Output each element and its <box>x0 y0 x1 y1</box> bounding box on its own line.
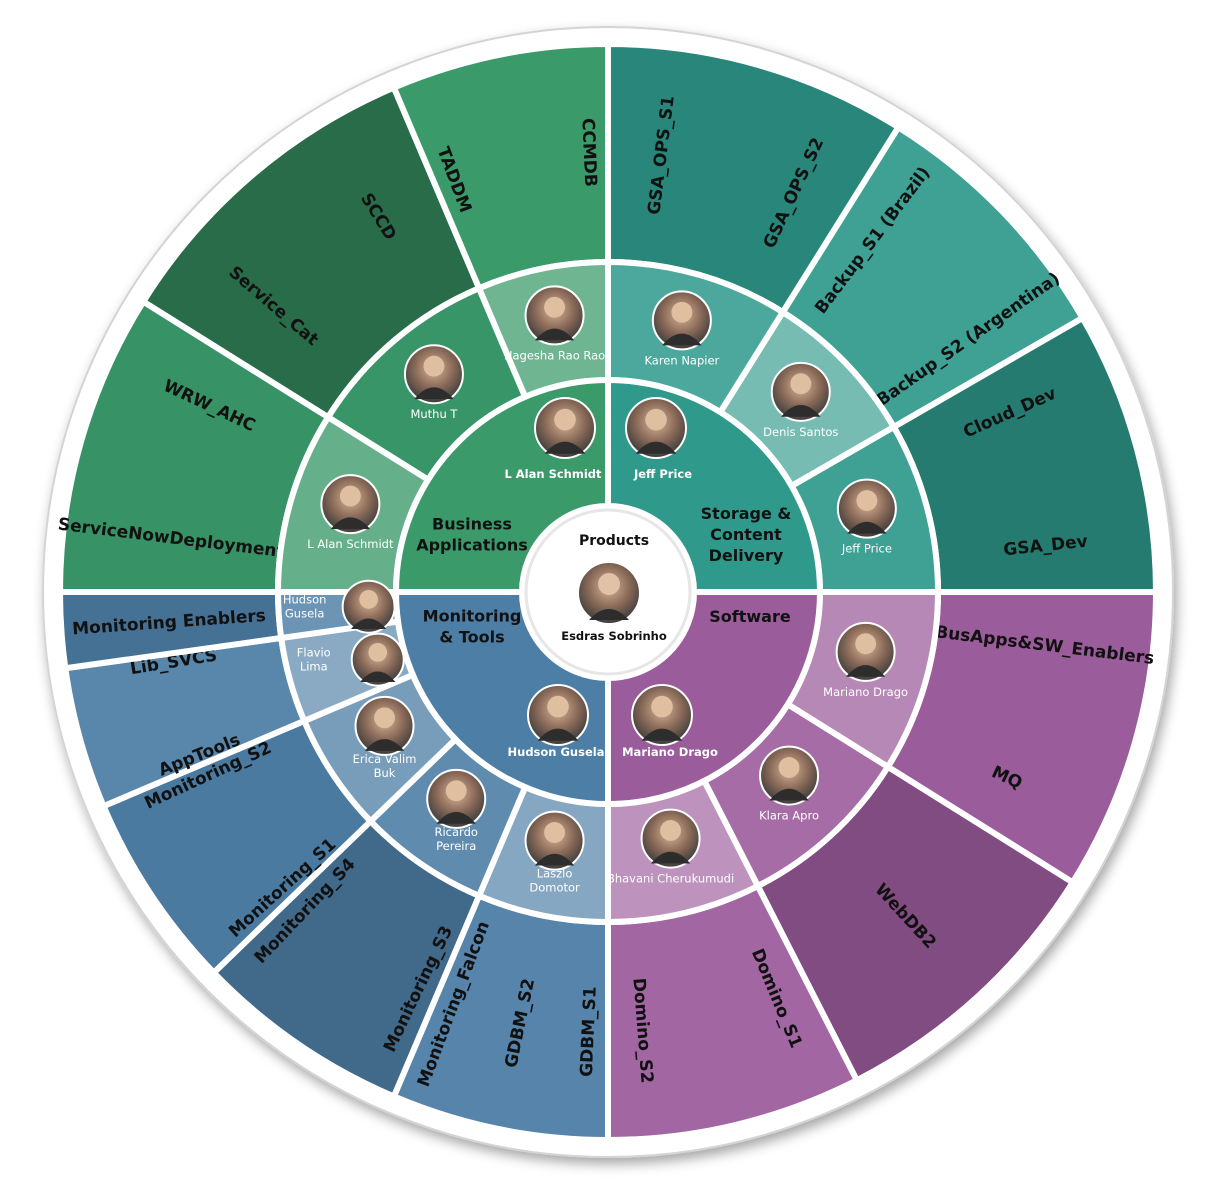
quadrant-sector <box>605 589 824 808</box>
quadrant-lead-name: Mariano Drago <box>622 745 718 759</box>
team-member-avatar <box>759 745 820 806</box>
center-avatar <box>577 561 641 625</box>
team-member-name: Jeff Price <box>841 542 892 556</box>
center-title: Products <box>579 533 649 549</box>
team-member-avatar <box>426 768 487 829</box>
team-member-avatar <box>524 285 585 346</box>
quadrant-lead-avatar <box>527 684 589 746</box>
outer-ring: ServiceNowDeploymentWRW_AHCService_CatSC… <box>57 40 1160 1144</box>
team-member-name: Bhavani Cherukumudi <box>607 872 734 886</box>
team-member-avatar <box>350 632 405 687</box>
quadrant-lead-avatar <box>625 397 687 459</box>
middle-ring: L Alan Schmidt Muthu T Nagesha Rao Rao Kare… <box>274 258 942 926</box>
team-member-avatar <box>835 621 896 682</box>
team-member-name: Karen Napier <box>644 353 719 367</box>
team-member-avatar <box>341 579 396 634</box>
team-label: GDBM_S1 <box>577 986 601 1077</box>
team-member-avatar <box>354 695 415 756</box>
team-member-avatar <box>640 808 701 869</box>
quadrant-lead-name: L Alan Schmidt <box>504 467 602 481</box>
center-person-name: Esdras Sobrinho <box>561 629 667 643</box>
team-member-avatar <box>770 361 831 422</box>
quadrant-name: Software <box>709 607 791 626</box>
team-member-avatar <box>524 810 585 871</box>
team-label: CCMDB <box>577 118 600 188</box>
team-member-name: Mariano Drago <box>823 685 908 699</box>
team-member-name: Denis Santos <box>763 425 838 439</box>
team-member-avatar <box>836 478 897 539</box>
quadrant-sector <box>392 589 611 808</box>
quadrant-name: Monitoring& Tools <box>423 607 522 647</box>
quadrant-lead-name: Hudson Gusela <box>508 745 605 759</box>
team-member-avatar <box>403 344 464 405</box>
team-member-name: Nagesha Rao Rao <box>504 348 605 362</box>
quadrant-lead-avatar <box>631 684 693 746</box>
team-member-avatar <box>651 290 712 351</box>
quadrant-lead-name: Jeff Price <box>633 467 692 481</box>
team-member-name: Muthu T <box>410 407 458 421</box>
team-member-name: Klara Apro <box>759 809 819 823</box>
team-member-name: L Alan Schmidt <box>307 537 394 551</box>
team-member-avatar <box>320 474 381 535</box>
quadrant-lead-avatar <box>534 397 596 459</box>
center-hub: Products Esdras Sobrinho <box>524 508 692 676</box>
